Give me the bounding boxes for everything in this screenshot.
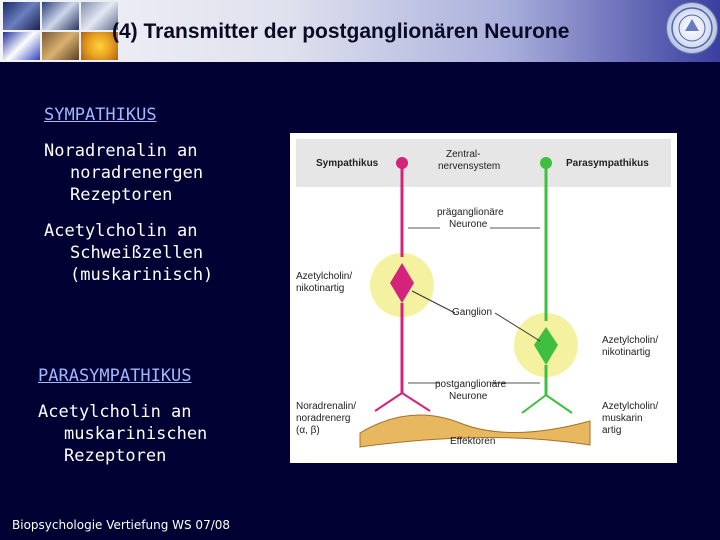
university-seal-icon bbox=[666, 2, 718, 54]
parasympathetic-ganglion-neuron bbox=[534, 327, 558, 365]
thumbnail-image bbox=[42, 32, 79, 60]
label-azetylcholin-right-1: Azetylcholin/ bbox=[602, 335, 658, 346]
label-azetylcholin-musk-1: Azetylcholin/ bbox=[602, 401, 658, 412]
label-azetylcholin-musk-2: muskarin bbox=[602, 413, 643, 424]
sympathetic-terminal bbox=[374, 392, 403, 412]
thumbnail-image bbox=[81, 2, 118, 30]
label-azetylcholin-left-1: Azetylcholin/ bbox=[296, 271, 352, 282]
label-praeganglionaer-1: präganglionäre bbox=[437, 207, 504, 218]
label-noradrenalin-3: (α, β) bbox=[296, 425, 320, 436]
text-line: Rezeptoren bbox=[64, 446, 167, 466]
parasympathetic-cns-neuron bbox=[540, 157, 552, 169]
label-effektoren: Effektoren bbox=[450, 436, 495, 447]
label-zns-1: Zentral- bbox=[446, 149, 480, 160]
slide-title: (4) Transmitter der postganglionären Neu… bbox=[112, 20, 570, 43]
label-parasympathikus: Parasympathikus bbox=[566, 158, 649, 169]
effector-tissue bbox=[359, 414, 591, 448]
sympathetic-terminal bbox=[401, 392, 431, 412]
text-block-noradrenalin: Noradrenalin an noradrenergen Rezeptoren bbox=[44, 140, 203, 206]
cns-band bbox=[296, 139, 671, 187]
label-noradrenalin-1: Noradrenalin/ bbox=[296, 401, 356, 412]
label-azetylcholin-left-2: nikotinartig bbox=[296, 283, 344, 294]
text-line: Schweißzellen bbox=[70, 243, 204, 263]
thumbnail-image bbox=[3, 2, 40, 30]
pointer-line bbox=[494, 312, 541, 342]
text-block-acetylcholin-musk: Acetylcholin an muskarinischen Rezeptore… bbox=[38, 401, 207, 467]
text-line: noradrenergen bbox=[70, 163, 204, 183]
header-thumbnails bbox=[3, 2, 119, 60]
thumbnail-image bbox=[81, 32, 118, 60]
parasympathikus-heading[interactable]: PARASYMPATHIKUS bbox=[38, 366, 192, 386]
parasympathetic-terminal bbox=[521, 394, 547, 414]
label-postganglionaer-1: postganglionäre bbox=[435, 379, 507, 390]
sympathetic-ganglion-neuron bbox=[390, 263, 414, 303]
autonomic-nervous-system-figure: Sympathikus Zentral- nervensystem Parasy… bbox=[290, 133, 677, 463]
label-ganglion: Ganglion bbox=[452, 307, 492, 318]
label-postganglionaer-2: Neurone bbox=[449, 391, 488, 402]
label-noradrenalin-2: noradrenerg bbox=[296, 413, 350, 424]
text-line: Acetylcholin an bbox=[44, 221, 198, 241]
label-zns-2: nervensystem bbox=[438, 161, 500, 172]
text-line: Acetylcholin an bbox=[38, 402, 192, 422]
header-banner: (4) Transmitter der postganglionären Neu… bbox=[0, 0, 720, 62]
parasympathetic-terminal bbox=[545, 394, 573, 414]
thumbnail-image bbox=[42, 2, 79, 30]
sympathetic-cns-neuron bbox=[396, 157, 408, 169]
text-line: Noradrenalin an bbox=[44, 141, 198, 161]
sympathikus-heading[interactable]: SYMPATHIKUS bbox=[44, 105, 157, 125]
pointer-line bbox=[411, 290, 456, 314]
text-line: Rezeptoren bbox=[70, 185, 173, 205]
text-line: muskarinischen bbox=[64, 424, 208, 444]
label-sympathikus: Sympathikus bbox=[316, 158, 379, 169]
label-azetylcholin-right-2: nikotinartig bbox=[602, 347, 650, 358]
text-block-acetylcholin-schweiss: Acetylcholin an Schweißzellen (muskarini… bbox=[44, 220, 213, 286]
label-azetylcholin-musk-3: artig bbox=[602, 425, 621, 436]
thumbnail-image bbox=[3, 32, 40, 60]
text-line: (muskarinisch) bbox=[70, 265, 214, 285]
slide-footer: Biopsychologie Vertiefung WS 07/08 bbox=[12, 518, 231, 532]
label-praeganglionaer-2: Neurone bbox=[449, 219, 488, 230]
